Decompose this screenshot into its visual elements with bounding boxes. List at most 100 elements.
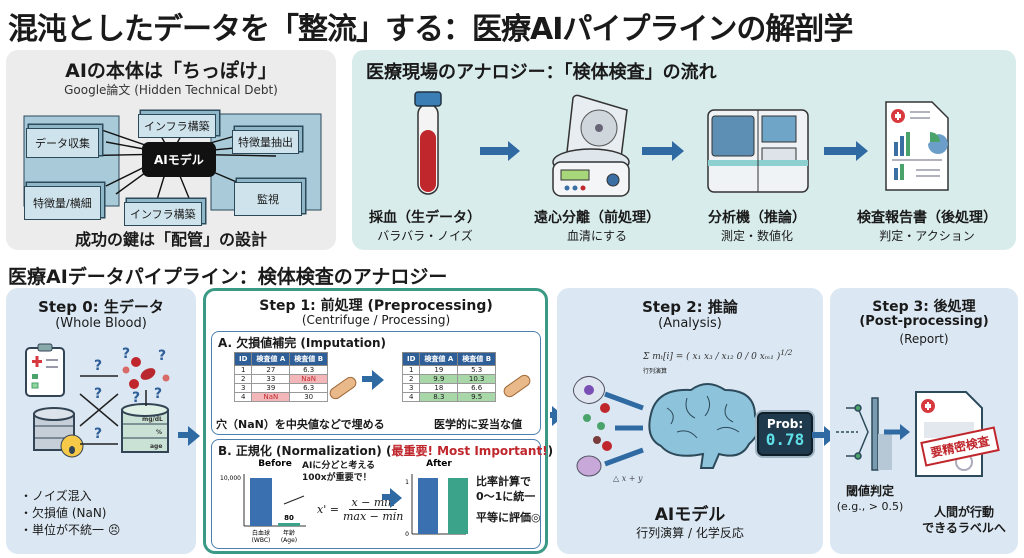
step3-panel: Step 3: 後処理 (Post-processing) (Report) 要… bbox=[830, 288, 1018, 554]
box-data-collection: データ収集 bbox=[26, 128, 99, 158]
table-header: 検査値 A bbox=[251, 352, 291, 366]
formula-lhs: x' = bbox=[317, 503, 339, 516]
step3-title2: (Post-processing) bbox=[859, 314, 989, 329]
table-cell: 3 bbox=[233, 383, 253, 393]
shocked-face-icon bbox=[60, 434, 84, 458]
ai-model-core: AIモデル bbox=[142, 142, 216, 177]
table-cell: 10.3 bbox=[457, 374, 497, 384]
page-title: 混沌としたデータを「整流」する：医療AIパイプラインの解剖学 bbox=[8, 12, 853, 47]
table-cell: 4 bbox=[401, 392, 421, 402]
note-ratio: 比率計算で bbox=[476, 475, 531, 488]
note-unify: 0〜1に統一 bbox=[476, 490, 536, 503]
section-title: 医療AIデータパイプライン：検体検査のアナロジー bbox=[8, 266, 448, 288]
box-infra-top: インフラ構築 bbox=[138, 114, 216, 138]
box-feature-engineering: 特徴量/横細 bbox=[24, 186, 101, 220]
table-cell: 2 bbox=[233, 374, 253, 384]
step3-title: Step 3: 後処理 bbox=[872, 299, 976, 315]
table-cell: 8.3 bbox=[419, 392, 459, 402]
step2-subtitle: (Analysis) bbox=[658, 316, 722, 331]
box-feature-extraction: 特徴量抽出 bbox=[232, 130, 299, 154]
lymphocyte-icon bbox=[576, 455, 602, 477]
note-equal: 平等に評価◎ bbox=[476, 511, 541, 524]
table-cell: 39 bbox=[251, 383, 291, 393]
threshold-example: (e.g., > 0.5) bbox=[836, 500, 904, 513]
cell-icon bbox=[573, 376, 605, 404]
blood-tube-icon bbox=[414, 91, 442, 195]
stage-label-blood: 採血（生データ） bbox=[369, 210, 481, 226]
before-annotation: AIに分どと考える 100xが重要で！ bbox=[302, 460, 375, 484]
y-tick-label: 1 bbox=[405, 479, 409, 486]
blood-cells-icon bbox=[122, 357, 170, 389]
brain-illustration bbox=[573, 376, 783, 477]
model-subtitle: 行列演算 / 化学反応 bbox=[636, 526, 744, 540]
table-cell: 1 bbox=[233, 365, 253, 375]
bar bbox=[448, 478, 468, 534]
stage-sub-report: 判定・アクション bbox=[879, 229, 975, 243]
stage-sub-blood: バラバラ・ノイズ bbox=[377, 229, 473, 243]
matrix-formula: Σ mₜ[i] = ( x₁ x₃ / x₁₂ 0 / 0 xₘ₁ )1/2 bbox=[643, 348, 793, 362]
imputation-caption-left: 穴（NaN）を中央値などで埋める bbox=[216, 418, 385, 431]
normalization-notes: 比率計算で 0〜1に統一 平等に評価◎ bbox=[476, 474, 541, 525]
db-label-percent: % bbox=[156, 429, 162, 436]
annotation-arrow bbox=[283, 495, 305, 505]
step3-subtitle: (Report) bbox=[899, 332, 949, 346]
minmax-formula: x' = x − min max − min bbox=[317, 496, 403, 523]
prob-value: 0.78 bbox=[765, 430, 805, 449]
table-cell: 5.3 bbox=[457, 365, 497, 375]
question-mark: ? bbox=[94, 386, 102, 402]
data-label: 80 bbox=[284, 514, 294, 522]
formula-denominator: max − min bbox=[342, 510, 404, 523]
normalization-title-text: B. 正規化 (Normalization) ( bbox=[218, 444, 392, 458]
report-icon bbox=[885, 101, 949, 191]
question-mark: ? bbox=[158, 348, 166, 364]
normalization-box: B. 正規化 (Normalization) (最重要! Most Import… bbox=[211, 439, 553, 549]
step0-bullets: ・ノイズ混入 ・欠損値 (NaN) ・単位が不統一 😣 bbox=[20, 488, 120, 539]
bar bbox=[418, 478, 438, 534]
bullet-noise: ・ノイズ混入 bbox=[20, 489, 92, 503]
delta-formula: △ x + y bbox=[613, 474, 643, 483]
stage-label-centrifuge: 遠心分離（前処理） bbox=[534, 210, 660, 226]
step2-panel: Step 2: 推論 (Analysis) Σ mₜ[i] = ( x₁ x₃ … bbox=[557, 288, 823, 554]
table-cell: 18 bbox=[419, 383, 459, 393]
particles-icon bbox=[583, 403, 612, 451]
tick-label: (WBC) bbox=[252, 537, 271, 544]
step1-title: Step 1: 前処理 (Preprocessing) bbox=[259, 298, 493, 314]
step0-title: Step 0: 生データ bbox=[38, 298, 164, 316]
lab-analogy-heading: 医療現場のアナロジー：「検体検査」の流れ bbox=[366, 62, 717, 83]
hidden-debt-subheading: Google論文 (Hidden Technical Debt) bbox=[64, 83, 278, 97]
question-mark: ? bbox=[154, 386, 162, 402]
centrifuge-icon bbox=[552, 94, 630, 197]
y-tick-label: 0 bbox=[405, 531, 409, 538]
stage-label-report: 検査報告書（後処理） bbox=[857, 210, 997, 226]
threshold-gate-icon bbox=[836, 397, 892, 471]
imputation-title: A. 欠損値補完 (Imputation) bbox=[218, 336, 386, 350]
imputation-caption-right: 医学的に妥当な値 bbox=[434, 418, 522, 431]
table-cell: 27 bbox=[251, 365, 291, 375]
stage-sub-analyzer: 測定・数値化 bbox=[720, 229, 793, 243]
bar bbox=[250, 478, 272, 526]
table-cell: 4 bbox=[233, 392, 253, 402]
table-cell: 2 bbox=[401, 374, 421, 384]
matrix-label: 行列演算 bbox=[643, 368, 668, 375]
table-header: ID bbox=[233, 352, 253, 366]
hidden-debt-footer: 成功の鍵は「配管」の設計 bbox=[74, 230, 267, 249]
table-cell: 30 bbox=[289, 392, 329, 402]
annotation-line-2: 100xが重要で！ bbox=[302, 473, 372, 483]
table-header: 検査値 B bbox=[289, 352, 329, 366]
flow-arrow-step2-3 bbox=[812, 426, 836, 446]
table-header: 検査値 B bbox=[457, 352, 497, 366]
tick-label: (Age) bbox=[281, 537, 297, 544]
table-cell: 3 bbox=[401, 383, 421, 393]
question-mark: ? bbox=[132, 390, 140, 406]
brain-icon bbox=[648, 383, 760, 469]
bandage-icon bbox=[327, 374, 359, 402]
hidden-debt-heading: AIの本体は「ちっぽけ」 bbox=[65, 60, 277, 82]
bar bbox=[278, 523, 300, 526]
